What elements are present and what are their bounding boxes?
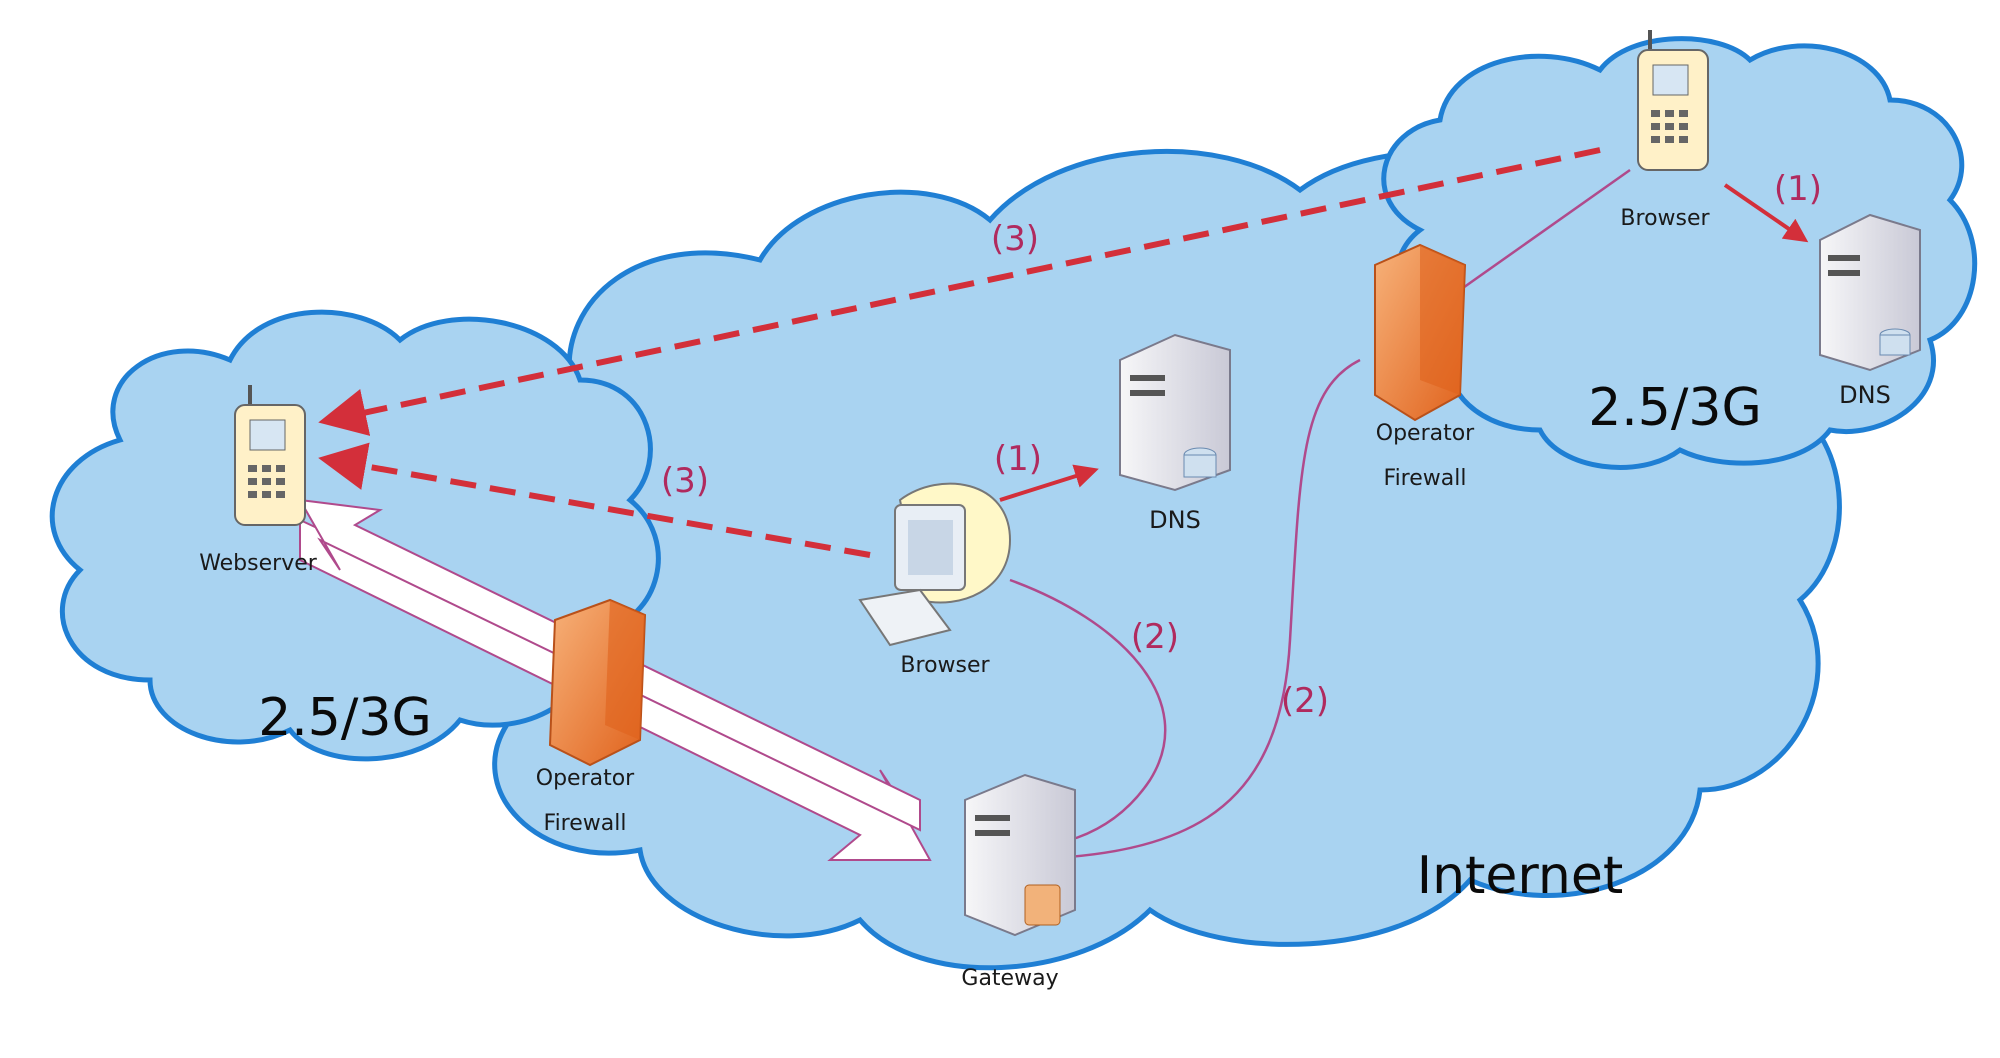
connection-line-gateway-to-firewall-right bbox=[989, 358, 1361, 862]
desktop-computer-icon bbox=[858, 482, 1012, 647]
step3-left-label: (3) bbox=[661, 461, 709, 501]
operator-firewall-left bbox=[548, 598, 647, 767]
firewall-right-label-line2: Firewall bbox=[1384, 466, 1467, 491]
arrow-step1-center bbox=[999, 464, 1099, 502]
step1-right-label: (1) bbox=[1774, 169, 1822, 209]
step2-right-label: (2) bbox=[1281, 681, 1329, 721]
left-cloud-label: 2.5/3G bbox=[258, 688, 432, 748]
firewall-left-label-line2: Firewall bbox=[544, 811, 627, 836]
gateway-server-icon bbox=[964, 773, 1076, 937]
step1-center-label: (1) bbox=[994, 439, 1042, 479]
webserver-label: Webserver bbox=[199, 551, 318, 576]
dns-server-right-icon bbox=[1819, 213, 1921, 372]
firewall-right-label-line1: Operator bbox=[1376, 421, 1475, 446]
firewall-left-label-line1: Operator bbox=[536, 766, 635, 791]
dns-server-center-icon bbox=[1119, 333, 1231, 492]
operator-firewall-right bbox=[1374, 243, 1467, 422]
browser-pc-label: Browser bbox=[900, 653, 990, 678]
step3-top-label: (3) bbox=[991, 219, 1039, 259]
dashed-arrow-step3-top bbox=[318, 147, 1601, 436]
webserver-phone-icon bbox=[234, 385, 306, 526]
dns-center-label: DNS bbox=[1149, 506, 1201, 534]
internet-label: Internet bbox=[1417, 846, 1623, 906]
arrow-step1-right bbox=[1723, 183, 1809, 243]
browser-phone-icon bbox=[1637, 30, 1709, 171]
browser-phone-label: Browser bbox=[1620, 206, 1710, 231]
connection-line-firewall-right-to-phone bbox=[1459, 168, 1631, 292]
gateway-label: Gateway bbox=[961, 966, 1058, 991]
dashed-arrow-step3-left bbox=[318, 442, 871, 558]
step2-left-label: (2) bbox=[1131, 617, 1179, 657]
dns-right-label: DNS bbox=[1839, 381, 1891, 409]
right-cloud-label: 2.5/3G bbox=[1588, 378, 1762, 438]
